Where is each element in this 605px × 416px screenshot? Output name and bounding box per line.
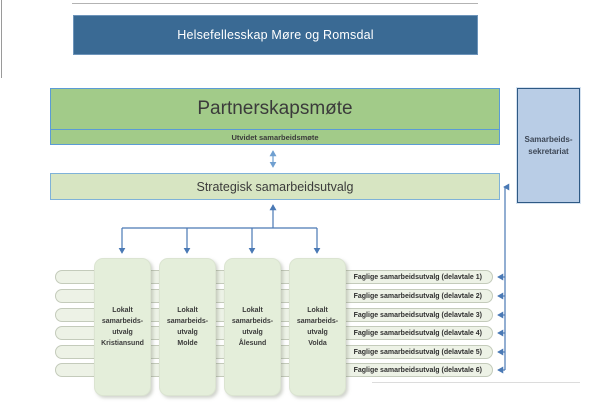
local-box-line: Lokalt (242, 307, 263, 314)
local-box-line: Molde (177, 340, 198, 347)
partnership-title: Partnerskapsmøte (197, 98, 353, 119)
bar-label: Faglige samarbeidsutvalg (delavtale 3) (353, 311, 482, 319)
banner: Helsefellesskap Møre og Romsdal (73, 15, 478, 55)
local-box-line: Kristiansund (101, 340, 144, 347)
partnership-subtitle: Utvidet samarbeidsmøte (231, 132, 319, 142)
local-box-line: Lokalt (307, 307, 328, 314)
local-box-line: utvalg (242, 329, 263, 336)
local-box-molde: Lokalt samarbeids- utvalg Molde (159, 258, 216, 396)
strategic-label: Strategisk samarbeidsutvalg (196, 179, 354, 194)
bar-label: Faglige samarbeidsutvalg (delavtale 4) (353, 329, 482, 337)
local-box-line: Lokalt (112, 307, 133, 314)
secretariat-label-line1: Samarbeids- (524, 134, 573, 144)
bar-label: Faglige samarbeidsutvalg (delavtale 2) (353, 292, 482, 300)
local-box-line: Ålesund (238, 340, 267, 347)
bar-label: Faglige samarbeidsutvalg (delavtale 1) (353, 273, 482, 281)
strategic-box: Strategisk samarbeidsutvalg (50, 173, 500, 200)
local-box-line: samarbeids- (231, 318, 274, 325)
local-box-line: utvalg (112, 329, 133, 336)
local-box-line: samarbeids- (101, 318, 144, 325)
local-box-line: utvalg (177, 329, 198, 336)
local-box-volda: Lokalt samarbeids- utvalg Volda (289, 258, 346, 396)
bar-label: Faglige samarbeidsutvalg (delavtale 5) (353, 348, 482, 356)
frame-line-left (1, 0, 2, 78)
local-box-line: Lokalt (177, 307, 198, 314)
local-box-line: samarbeids- (166, 318, 209, 325)
local-box-alesund: Lokalt samarbeids- utvalg Ålesund (224, 258, 281, 396)
local-box-line: Volda (308, 340, 327, 347)
local-box-line: utvalg (307, 329, 328, 336)
frame-line-top (72, 3, 478, 4)
bar-label: Faglige samarbeidsutvalg (delavtale 6) (353, 366, 482, 374)
local-box-kristiansund: Lokalt samarbeids- utvalg Kristiansund (94, 258, 151, 396)
partnership-subtitle-band: Utvidet samarbeidsmøte (51, 129, 499, 144)
secretariat-label-line2: sekretariat (528, 146, 569, 156)
local-box-line: samarbeids- (296, 318, 339, 325)
secretariat-box: Samarbeids- sekretariat (517, 88, 580, 203)
banner-title: Helsefellesskap Møre og Romsdal (177, 28, 374, 42)
frame-line-bottom (372, 382, 580, 383)
partnership-box: Partnerskapsmøte Utvidet samarbeidsmøte (50, 88, 500, 145)
